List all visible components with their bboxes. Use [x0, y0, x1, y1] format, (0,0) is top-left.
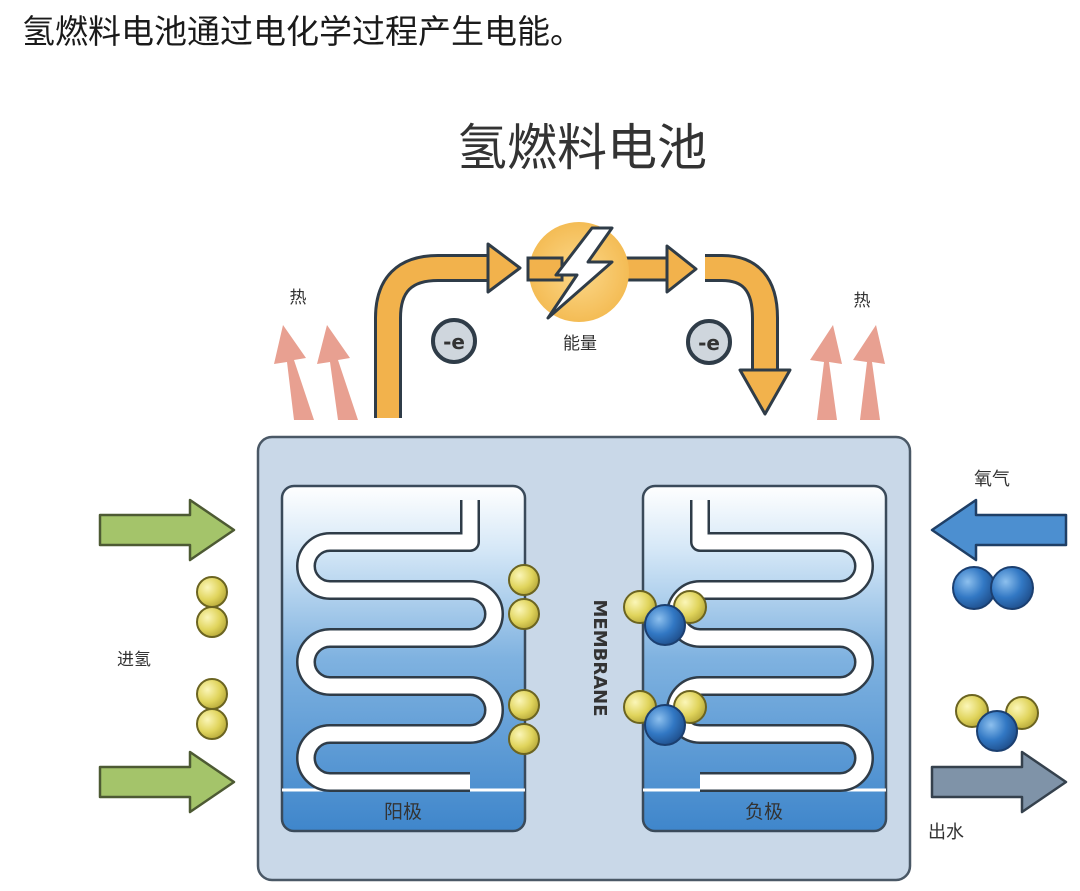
electron-flow-arrow-right — [705, 254, 792, 416]
anode-label: 阳极 — [384, 801, 422, 823]
hydrogen-in-label: 进氢 — [117, 650, 151, 670]
lightning-icon — [546, 226, 614, 320]
svg-text:-e: -e — [698, 331, 720, 355]
membrane-label: MEMBRANE — [589, 600, 610, 717]
electron-icon-left: -e — [431, 318, 477, 364]
water-output-arrow — [930, 750, 1068, 814]
cathode-electrode — [641, 484, 888, 833]
oxygen-input-arrow — [930, 498, 1068, 562]
electron-flow-arrow-middle — [618, 244, 698, 294]
oxygen-label: 氧气 — [974, 469, 1010, 490]
cathode-water-molecule-bottom — [623, 690, 707, 746]
anode-hydrogen-atoms — [508, 564, 540, 755]
electron-flow-arrow-left — [374, 242, 522, 418]
hydrogen-input-arrow-top — [98, 498, 236, 562]
svg-text:-e: -e — [443, 330, 465, 354]
water-out-label: 出水 — [928, 822, 964, 843]
heat-arrow-icon-right — [810, 325, 885, 420]
heat-label-right: 热 — [854, 291, 871, 311]
electron-icon-right: -e — [686, 319, 732, 365]
page-caption: 氢燃料电池通过电化学过程产生电能。 — [22, 12, 583, 51]
energy-source — [526, 222, 629, 322]
hydrogen-input-arrow-bottom — [98, 750, 236, 814]
heat-arrow-icon-left — [274, 325, 358, 420]
hydrogen-molecule-icon — [196, 576, 228, 740]
water-molecule-icon — [955, 694, 1039, 752]
anode-electrode — [280, 484, 527, 833]
diagram-title: 氢燃料电池 — [457, 119, 707, 177]
cathode-label: 负极 — [745, 801, 783, 823]
oxygen-molecule-icon — [952, 566, 1034, 610]
heat-label-left: 热 — [290, 288, 307, 308]
energy-label: 能量 — [563, 334, 597, 354]
cathode-water-molecule-top — [623, 590, 707, 646]
